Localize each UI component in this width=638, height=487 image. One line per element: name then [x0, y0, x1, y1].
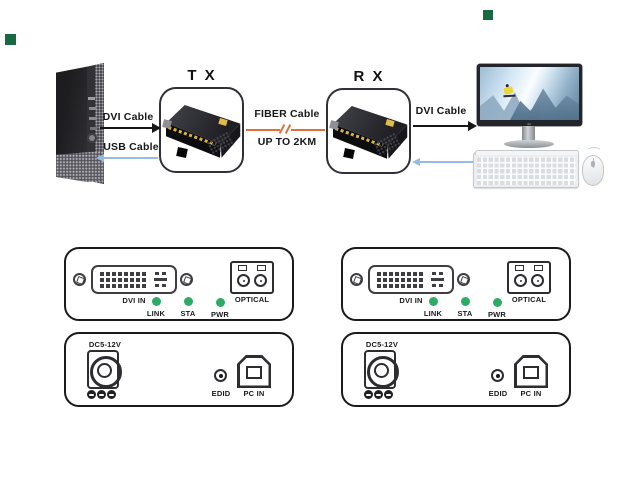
- tx-unit-box: [159, 87, 244, 173]
- edid-button: [491, 369, 504, 382]
- pc-logo-badge: [87, 133, 97, 143]
- pc-dvi-cable-label: DVI Cable: [102, 111, 154, 123]
- fiber-cable-label: FIBER Cable: [254, 108, 320, 120]
- arrow-right-icon: [468, 121, 477, 131]
- screw-icon: [350, 273, 363, 286]
- optical-port-icon: [507, 261, 551, 294]
- rx-media-converter-image: [329, 103, 408, 163]
- usb-return-line: [420, 161, 474, 163]
- dc-power-label: DC5-12V: [88, 340, 122, 349]
- keyboard-image: [473, 150, 579, 188]
- green-square-artifact: [483, 10, 493, 20]
- optical-label: OPTICAL: [511, 295, 547, 304]
- arrow-right-icon: [152, 123, 161, 133]
- dip-dot-icon: [374, 390, 383, 399]
- usb-b-port-icon: [237, 355, 271, 388]
- usb-cable-line: [104, 157, 158, 159]
- dip-dot-icon: [384, 390, 393, 399]
- dip-dot-icon: [87, 390, 96, 399]
- optical-port-icon: [230, 261, 274, 294]
- monitor-stand: [522, 126, 535, 142]
- pwr-label: PWR: [487, 310, 507, 319]
- sta-led: [461, 297, 470, 306]
- pc-usb-cable-label: USB Cable: [103, 141, 159, 153]
- dvi-in-label: DVI IN: [122, 296, 146, 305]
- link-led: [152, 297, 161, 306]
- sta-label: STA: [180, 309, 196, 318]
- rx-title: R X: [353, 68, 385, 85]
- screw-icon: [73, 273, 86, 286]
- arrow-left-icon: [412, 158, 420, 166]
- dip-dot-icon: [107, 390, 116, 399]
- tx-title: T X: [187, 67, 217, 84]
- sta-led: [184, 297, 193, 306]
- link-led: [429, 297, 438, 306]
- edid-label: EDID: [488, 389, 508, 398]
- mountain-graphic: [510, 88, 579, 120]
- dvi-connector-icon: [91, 265, 177, 294]
- tx-power-panel: DC5-12V EDID PC IN: [64, 332, 294, 407]
- screw-icon: [180, 273, 193, 286]
- desktop-pc-image: [56, 63, 104, 184]
- dip-dot-icon: [364, 390, 373, 399]
- pc-in-label: PC IN: [520, 389, 542, 398]
- mouse-image: [582, 155, 604, 186]
- green-square-artifact: [5, 34, 16, 45]
- rx-unit-box: [326, 88, 411, 174]
- mouse-cable: [586, 147, 602, 157]
- keyboard-keys: [477, 157, 576, 185]
- monitor-screen: [480, 67, 579, 120]
- pc-ports: [88, 97, 95, 100]
- dc-jack-icon: [364, 350, 399, 389]
- optical-label: OPTICAL: [234, 295, 270, 304]
- pwr-led: [493, 298, 502, 307]
- sta-label: STA: [457, 309, 473, 318]
- pc-in-label: PC IN: [243, 389, 265, 398]
- rx-io-panel: DVI IN LINK STA PWR OPTICAL: [341, 247, 571, 321]
- dc-jack-icon: [87, 350, 122, 389]
- pwr-led: [216, 298, 225, 307]
- tx-media-converter-image: [162, 102, 241, 162]
- display-dvi-cable-label: DVI Cable: [415, 105, 467, 117]
- dc-power-label: DC5-12V: [365, 340, 399, 349]
- screw-icon: [457, 273, 470, 286]
- pc-mesh-texture: [56, 151, 104, 182]
- dip-dot-icon: [97, 390, 106, 399]
- dvi-cable-line: [100, 127, 152, 129]
- monitor-stand-base: [504, 140, 554, 148]
- usb-b-port-icon: [514, 355, 548, 388]
- snowboarder-graphic: [503, 85, 514, 96]
- dvi-in-label: DVI IN: [399, 296, 423, 305]
- edid-button: [214, 369, 227, 382]
- link-label: LINK: [146, 309, 166, 318]
- arrow-left-icon: [96, 154, 104, 162]
- dvi-connector-icon: [368, 265, 454, 294]
- fiber-distance-label: UP TO 2KM: [257, 136, 317, 148]
- rx-power-panel: DC5-12V EDID PC IN: [341, 332, 571, 407]
- tx-io-panel: DVI IN LINK STA PWR OPTICAL: [64, 247, 294, 321]
- edid-label: EDID: [211, 389, 231, 398]
- pwr-label: PWR: [210, 310, 230, 319]
- link-label: LINK: [423, 309, 443, 318]
- pc-mesh-texture: [95, 63, 104, 184]
- dvi-cable-line: [413, 125, 468, 127]
- monitor-image: [477, 64, 582, 126]
